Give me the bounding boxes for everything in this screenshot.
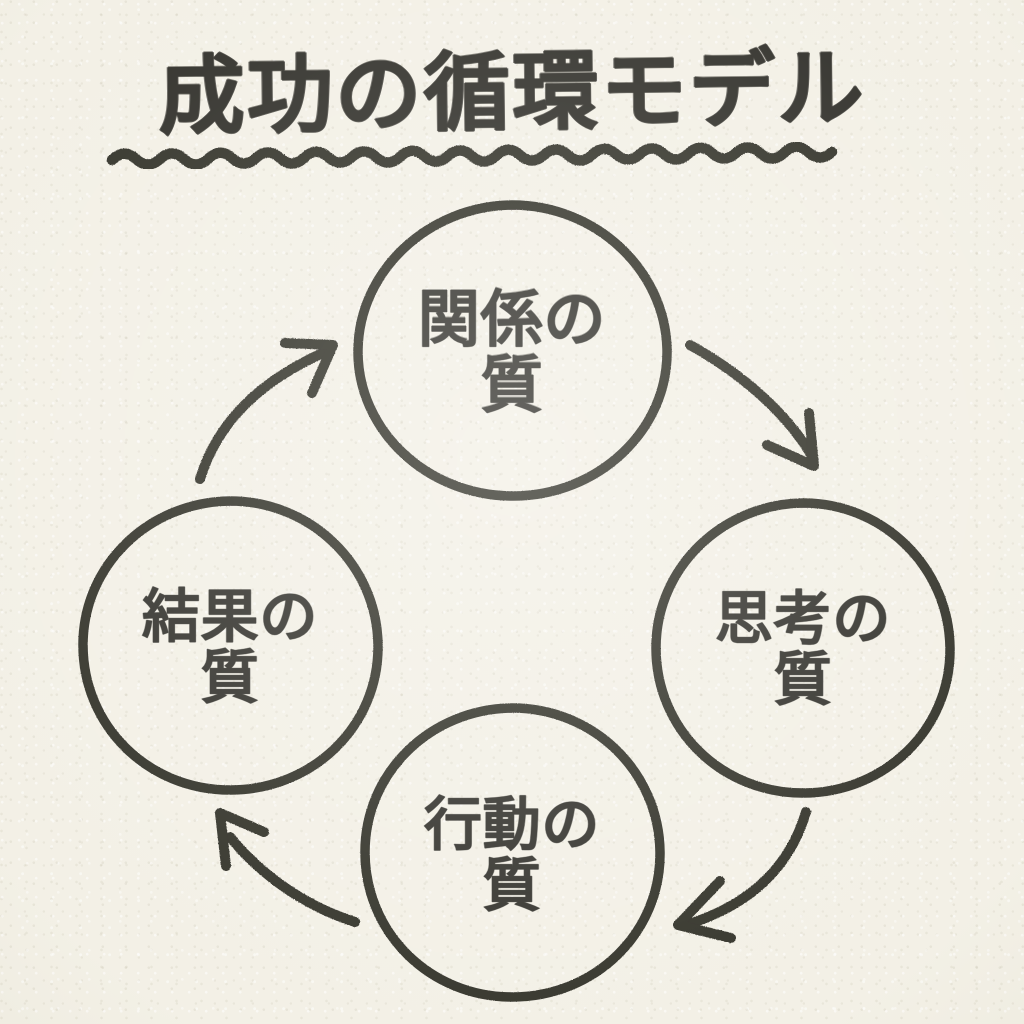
arrow-relationship-to-thinking [685,340,819,471]
arrow-action-to-result [215,808,360,927]
arrow-thinking-to-action [673,807,811,943]
node-circle-relationship[interactable] [353,200,672,501]
node-circle-result[interactable] [78,496,383,795]
node-circle-thinking[interactable] [651,498,955,798]
title-wavy-underline [106,141,838,170]
arrow-result-to-relationship [195,338,338,484]
node-circle-action[interactable] [360,703,665,1002]
